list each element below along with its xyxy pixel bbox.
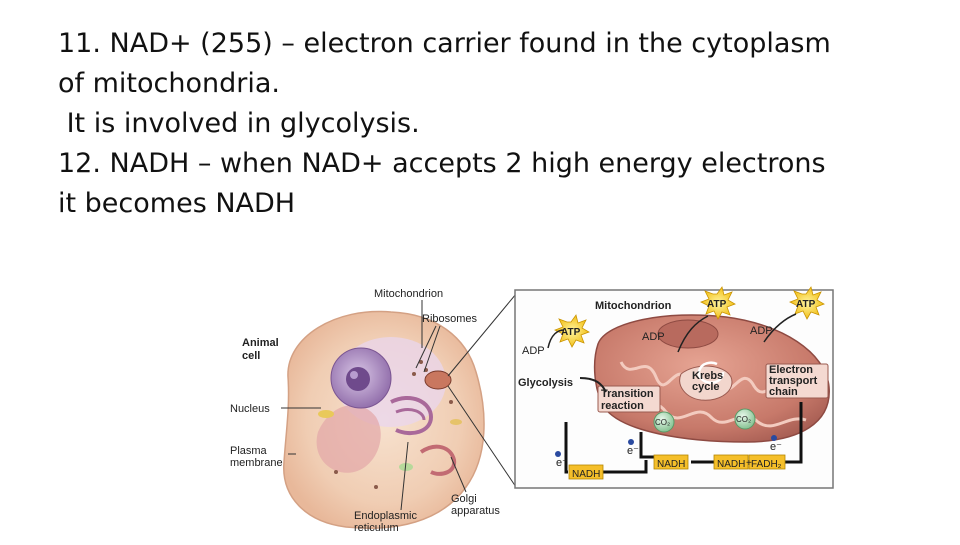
glycolysis-label: Glycolysis [518,377,574,389]
plus-sign: + [746,458,752,469]
co2-label-1: CO₂ [655,418,671,427]
krebs-label-2: cycle [692,381,720,393]
text-line-2: of mitochondria. [58,68,280,99]
electron-label-3: e⁻ [770,441,782,453]
label-er-2: reticulum [354,522,399,534]
text-line-3: It is involved in glycolysis. [58,108,420,139]
figure-illustration [281,286,834,529]
etc-label-1: Electron [769,364,814,376]
etc-label-3: chain [769,386,798,398]
atp-label-1: ATP [561,327,581,338]
slide-body-text: 11. NAD+ (255) – electron carrier found … [58,24,938,224]
fadh2-label: FADH₂ [751,459,782,470]
label-golgi-2: apparatus [451,505,500,517]
nadh-label-3: NADH [717,459,746,470]
etc-label-2: transport [769,375,818,387]
label-er-1: Endoplasmic [354,510,417,522]
adp-label-2: ADP [642,331,665,343]
adp-label-3: ADP [750,325,773,337]
label-animal-cell-2: cell [242,350,261,362]
label-golgi-1: Golgi [451,493,477,505]
co2-label-2: CO₂ [736,415,752,424]
label-ribosomes: Ribosomes [422,313,478,325]
electron-label-2: e⁻ [627,445,639,457]
transition-label-2: reaction [601,400,644,412]
label-nucleus: Nucleus [230,403,270,415]
label-plasma-membrane-1: Plasma [230,445,267,457]
label-mitochondrion: Mitochondrion [374,288,444,300]
label-animal-cell-1: Animal [242,337,279,349]
panel-title: Mitochondrion [595,300,672,312]
atp-label-3: ATP [796,299,816,310]
krebs-label-1: Krebs [692,370,724,382]
atp-burst-2 [700,286,736,320]
nadh-label-2: NADH [657,459,686,470]
transition-label-1: Transition [601,388,654,400]
text-line-5: it becomes NADH [58,188,296,219]
mitochondrion-panel [514,286,834,489]
atp-label-2: ATP [707,299,727,310]
text-line-1: 11. NAD+ (255) – electron carrier found … [58,28,831,59]
nadh-label-1: NADH [572,469,601,480]
electron-label-1: e⁻ [556,457,568,469]
adp-label-1: ADP [522,345,545,357]
label-plasma-membrane-2: membrane [230,457,283,469]
text-line-4: 12. NADH – when NAD+ accepts 2 high ener… [58,148,826,179]
cell-respiration-figure: Mitochondrion Ribosomes Animal cell Nucl… [226,282,836,540]
atp-burst-3 [789,286,825,320]
atp-burst-1 [554,314,590,348]
leader-lines [281,293,517,511]
animal-cell-drawing [283,310,485,529]
